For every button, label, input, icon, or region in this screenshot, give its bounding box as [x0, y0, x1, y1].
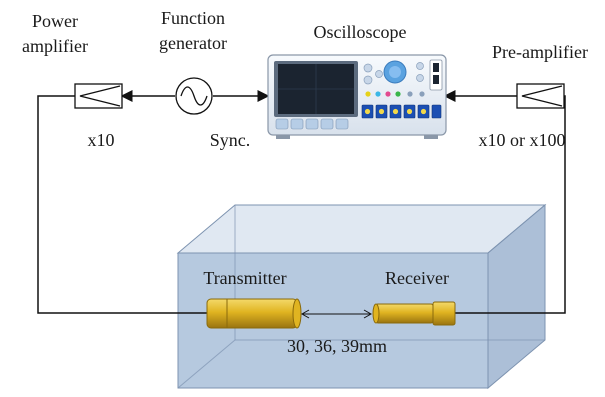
- sync-label: Sync.: [210, 130, 251, 150]
- distance-label: 30, 36, 39mm: [287, 336, 387, 356]
- power-amplifier-icon: [74, 83, 123, 109]
- transmitter-label: Transmitter: [203, 268, 286, 288]
- power-amplifier-label-line1: Power: [32, 11, 78, 31]
- power-amplifier-gain-label: x10: [88, 130, 115, 150]
- transmitter-transducer: [206, 298, 302, 329]
- sine-wave-source-icon: [175, 77, 213, 115]
- receiver-label: Receiver: [385, 268, 449, 288]
- pre-amplifier-gain-label: x10 or x100: [479, 130, 566, 150]
- function-generator-label-line1: Function: [161, 8, 225, 28]
- pre-amplifier-label: Pre-amplifier: [492, 42, 588, 62]
- function-generator-label-line2: generator: [159, 33, 227, 53]
- wire-power-to-transmitter: [37, 95, 207, 314]
- power-amplifier-label-line2: amplifier: [22, 36, 88, 56]
- oscilloscope-icon: [267, 54, 447, 139]
- distance-arrow: [300, 309, 373, 319]
- oscilloscope-label: Oscilloscope: [314, 22, 407, 42]
- water-tank: [176, 203, 547, 390]
- receiver-transducer: [372, 301, 456, 326]
- pre-amplifier-icon: [516, 83, 565, 109]
